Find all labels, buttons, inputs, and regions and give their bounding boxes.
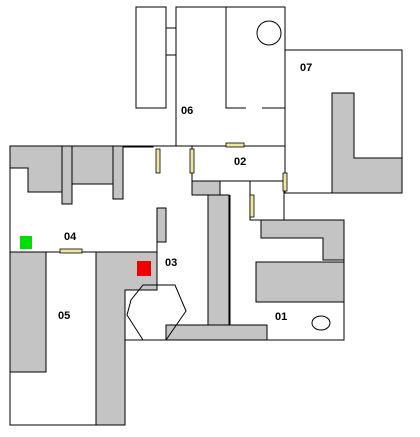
door[interactable] <box>59 248 83 254</box>
room-label-02: 02 <box>234 156 246 168</box>
room-labels: 01 02 03 04 05 06 07 <box>58 62 312 323</box>
room-label-07: 07 <box>300 62 312 74</box>
red-marker[interactable] <box>137 261 151 276</box>
round-fixture-06 <box>256 20 282 46</box>
room-label-01: 01 <box>275 311 287 323</box>
doors <box>59 142 288 254</box>
interior-walls <box>9 7 285 325</box>
solid-areas <box>9 92 403 426</box>
door[interactable] <box>189 148 195 174</box>
building-outline <box>9 6 403 426</box>
oval-fixture-01 <box>311 315 331 331</box>
room-label-05: 05 <box>58 310 70 322</box>
green-marker[interactable] <box>20 236 32 249</box>
room-label-06: 06 <box>181 105 193 117</box>
door[interactable] <box>249 194 255 218</box>
door[interactable] <box>282 172 288 192</box>
room-label-04: 04 <box>64 231 77 243</box>
octagon-platform <box>126 284 187 341</box>
door[interactable] <box>225 142 245 148</box>
room-label-03: 03 <box>165 257 177 269</box>
door[interactable] <box>155 148 161 174</box>
